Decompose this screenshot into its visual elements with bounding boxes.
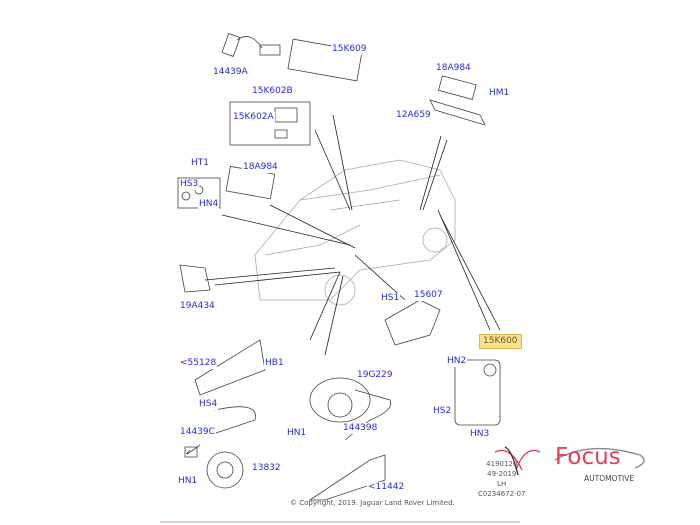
part-label[interactable]: 15K602A — [232, 112, 275, 123]
part-label[interactable]: 19A434 — [179, 301, 216, 312]
part-label[interactable]: HN2 — [446, 356, 468, 367]
logo-subtitle: AUTOMOTIVE — [584, 474, 635, 483]
part-label[interactable]: 12A659 — [395, 110, 432, 121]
part-label[interactable]: 14439C — [179, 427, 216, 438]
meta-line: C0234672-07 — [478, 490, 526, 498]
logo-mark — [494, 446, 645, 476]
part-label[interactable]: 14439A — [212, 67, 249, 78]
part-label[interactable]: HS2 — [432, 406, 453, 417]
part-label[interactable]: HN3 — [469, 429, 491, 440]
part-label[interactable]: HB1 — [264, 358, 285, 369]
part-label[interactable]: HS3 — [179, 179, 200, 190]
part-label[interactable]: HN1 — [286, 428, 308, 439]
part-label[interactable]: HS4 — [198, 399, 219, 410]
part-label[interactable]: 15K602B — [251, 86, 294, 97]
vehicle-outline — [254, 159, 456, 306]
part-label[interactable]: 18A984 — [242, 162, 279, 173]
part-label[interactable]: HN4 — [198, 199, 220, 210]
part-label[interactable]: 15607 — [413, 290, 444, 301]
part-label[interactable]: HN1 — [177, 476, 199, 487]
bottom-divider — [160, 521, 520, 523]
meta-line: LH — [497, 480, 507, 488]
part-label[interactable]: 18A984 — [435, 63, 472, 74]
part-label[interactable]: 13832 — [251, 463, 282, 474]
part-label[interactable]: <55128 — [179, 358, 218, 369]
part-label[interactable]: HT1 — [190, 158, 210, 169]
part-label[interactable]: HS1 — [380, 293, 401, 304]
part-label[interactable]: <11442 — [367, 482, 406, 493]
logo-brand: Focus — [555, 444, 621, 470]
meta-line: 4190120 — [486, 460, 518, 468]
part-label[interactable]: HM1 — [488, 88, 511, 99]
copyright-text: © Copyright, 2019. Jaguar Land Rover Lim… — [290, 499, 455, 507]
part-sketches — [177, 33, 501, 501]
part-label[interactable]: 144398 — [342, 423, 379, 434]
part-label[interactable]: 19G229 — [356, 370, 394, 381]
diagram-metadata: 4190120 49-2019 LH C0234672-07 — [478, 459, 526, 499]
part-label-highlighted[interactable]: 15K600 — [479, 334, 522, 349]
meta-line: 49-2019 — [487, 470, 517, 478]
part-label[interactable]: 15K609 — [331, 44, 368, 55]
